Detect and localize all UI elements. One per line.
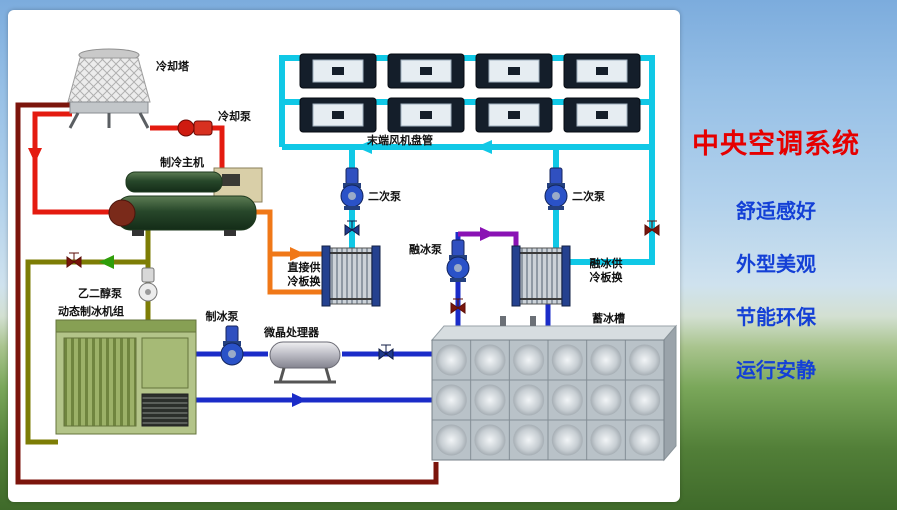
fan-coil-unit — [299, 53, 377, 89]
cooling-pump — [177, 119, 213, 137]
melt-pump — [446, 239, 470, 282]
label-direct-hx-2: 冷板换 — [288, 274, 322, 288]
melt-supply-pipe — [458, 231, 519, 248]
diagram-panel: 冷却塔 冷却泵 制冷主机 末端风机盘管 二次泵 二次泵 融冰泵 直接供 冷板换 … — [8, 10, 680, 502]
fan-coil-unit — [299, 97, 377, 133]
label-ice-maker: 动态制冰机组 — [58, 304, 124, 318]
label-melt-hx-2: 冷板换 — [590, 270, 624, 284]
valve-chilled-left — [344, 220, 360, 236]
flow-arrows — [28, 140, 495, 407]
drain-pipe — [15, 102, 439, 485]
ice-storage-tank — [430, 316, 678, 462]
label-chiller: 制冷主机 — [160, 155, 204, 169]
ice-pump — [220, 325, 244, 366]
arrow-down-condenser — [28, 148, 42, 163]
fan-coil-unit — [475, 53, 553, 89]
label-cooling-tower: 冷却塔 — [156, 59, 190, 73]
hvac-schematic: 冷却塔 冷却泵 制冷主机 末端风机盘管 二次泵 二次泵 融冰泵 直接供 冷板换 … — [15, 48, 678, 485]
chiller-unit — [108, 167, 263, 236]
valve-chilled-right — [644, 220, 660, 236]
feature-item: 节能环保 — [736, 305, 816, 329]
valve-ice-line — [378, 344, 394, 360]
label-fan-coil: 末端风机盘管 — [366, 133, 433, 147]
fan-coil-unit — [563, 53, 641, 89]
secondary-pump-left — [340, 167, 364, 210]
valves — [66, 220, 660, 360]
feature-item: 舒适感好 — [736, 199, 816, 223]
fan-coil-unit — [563, 97, 641, 133]
direct-supply-hx — [321, 245, 381, 307]
label-ice-tank: 蓄冰槽 — [592, 311, 625, 325]
label-secondary-pump-left: 二次泵 — [368, 189, 401, 203]
arrow-right-ice-water — [292, 393, 307, 407]
cooling-tower — [67, 48, 151, 129]
component-labels: 冷却塔 冷却泵 制冷主机 末端风机盘管 二次泵 二次泵 融冰泵 直接供 冷板换 … — [58, 59, 625, 339]
arrow-left-chilled-2 — [476, 140, 492, 154]
fan-coil-unit — [387, 97, 465, 133]
label-direct-hx-1: 直接供 — [288, 260, 321, 274]
arrow-right-direct-supply — [290, 247, 305, 261]
melt-supply-hx — [511, 245, 571, 307]
arrow-left-chilled-1 — [356, 140, 372, 154]
label-melt-hx-1: 融冰供 — [590, 256, 623, 270]
info-panel: 中央空调系统 舒适感好 外型美观 节能环保 运行安静 — [688, 122, 893, 407]
crystal-processor — [269, 341, 341, 384]
fan-coil-unit — [387, 53, 465, 89]
system-title: 中央空调系统 — [692, 129, 860, 160]
feature-item: 外型美观 — [736, 252, 816, 276]
label-crystal-processor: 微晶处理器 — [263, 325, 320, 339]
feature-list: 舒适感好 外型美观 节能环保 运行安静 — [688, 195, 893, 383]
arrow-left-glycol — [99, 255, 114, 269]
feature-item: 运行安静 — [736, 358, 816, 382]
glycol-pump — [138, 267, 158, 302]
condenser-return-pipe — [32, 111, 118, 215]
fan-coil-units — [299, 53, 641, 133]
arrow-right-melt — [480, 227, 495, 241]
valve-glycol — [66, 252, 82, 268]
label-cooling-pump: 冷却泵 — [218, 109, 251, 123]
label-ice-pump: 制冰泵 — [206, 309, 239, 323]
secondary-pump-right — [544, 167, 568, 210]
chilled-water-pipe — [279, 55, 655, 265]
label-glycol-pump: 乙二醇泵 — [78, 286, 122, 300]
label-melt-pump: 融冰泵 — [409, 242, 442, 256]
label-secondary-pump-right: 二次泵 — [572, 189, 605, 203]
ice-maker-unit — [55, 319, 197, 435]
valve-melt-line — [450, 298, 466, 314]
fan-coil-unit — [475, 97, 553, 133]
